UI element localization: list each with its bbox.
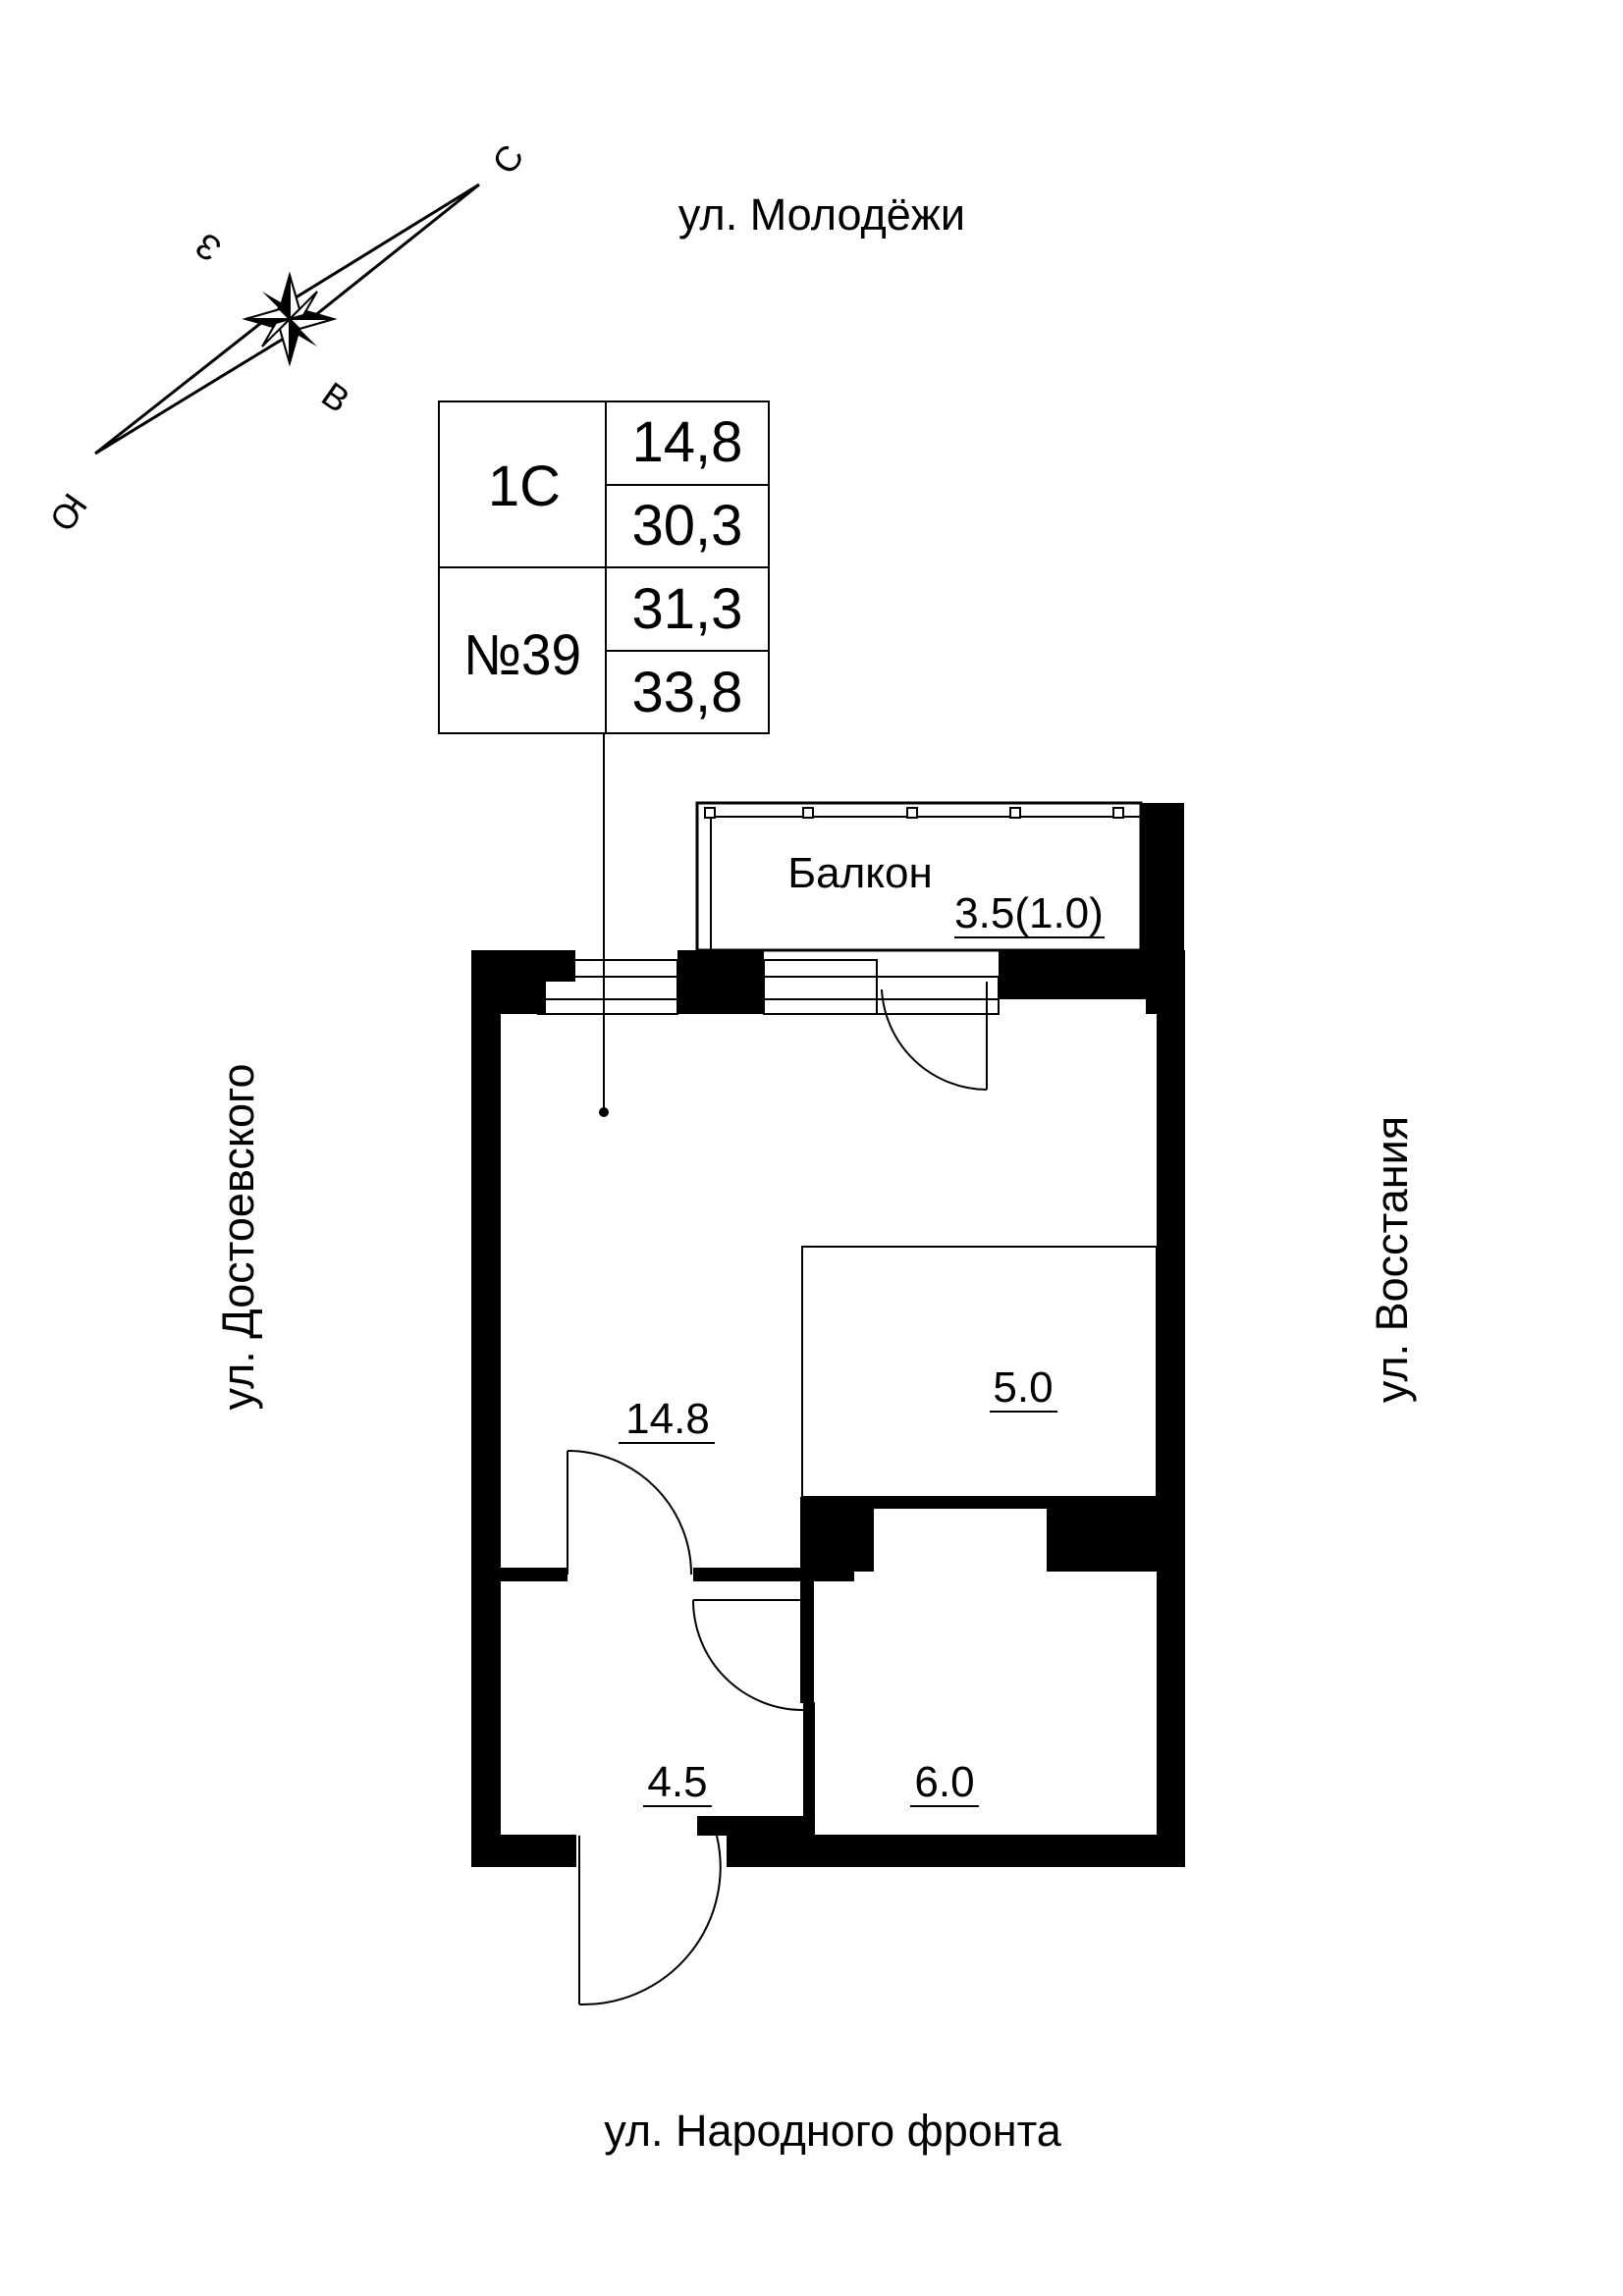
balcony-door-swing [881, 988, 988, 1091]
doors [567, 988, 988, 2006]
area-total-without-balcony: 30,3 [632, 494, 743, 558]
hall-area: 4.5 [647, 1758, 707, 1806]
apartment-info-box: 1С №39 14,8 30,3 31,3 33,8 [438, 400, 770, 734]
apartment-type: 1С [488, 454, 561, 518]
balcony-label: Балкон [787, 849, 933, 897]
walls [471, 803, 1185, 1867]
compass-star-icon [242, 271, 338, 367]
bathroom-area: 6.0 [914, 1758, 974, 1806]
apartment-number: №39 [463, 623, 581, 687]
room-door-swing [567, 1450, 692, 1575]
living-room-area: 14.8 [625, 1395, 710, 1443]
area-living: 14,8 [632, 410, 743, 474]
street-east: ул. Восстания [1367, 1116, 1417, 1403]
kitchen-zone [801, 1246, 1158, 1498]
compass-east-label: В [314, 374, 356, 420]
bath-door-swing [692, 1599, 804, 1711]
balcony-area: 3.5(1.0) [954, 889, 1104, 937]
street-north: ул. Молодёжи [678, 189, 965, 240]
area-total-with-balcony: 33,8 [632, 661, 743, 724]
street-south: ул. Народного фронта [604, 2106, 1061, 2156]
street-west: ул. Достоевского [213, 1063, 263, 1410]
compass-north-label: С [484, 137, 531, 182]
leader-dot [599, 1107, 609, 1117]
kitchen-area: 5.0 [993, 1363, 1053, 1412]
entrance-door-swing [578, 1835, 722, 2006]
room-areas: 14.8 5.0 4.5 6.0 [619, 1363, 1057, 1807]
compass-west-label: З [188, 225, 228, 270]
compass-south-label: Ю [42, 486, 95, 538]
balcony: Балкон 3.5(1.0) [695, 801, 1143, 952]
area-total-with-balcony-coef: 31,3 [632, 577, 743, 641]
window-frames [537, 959, 1000, 1048]
